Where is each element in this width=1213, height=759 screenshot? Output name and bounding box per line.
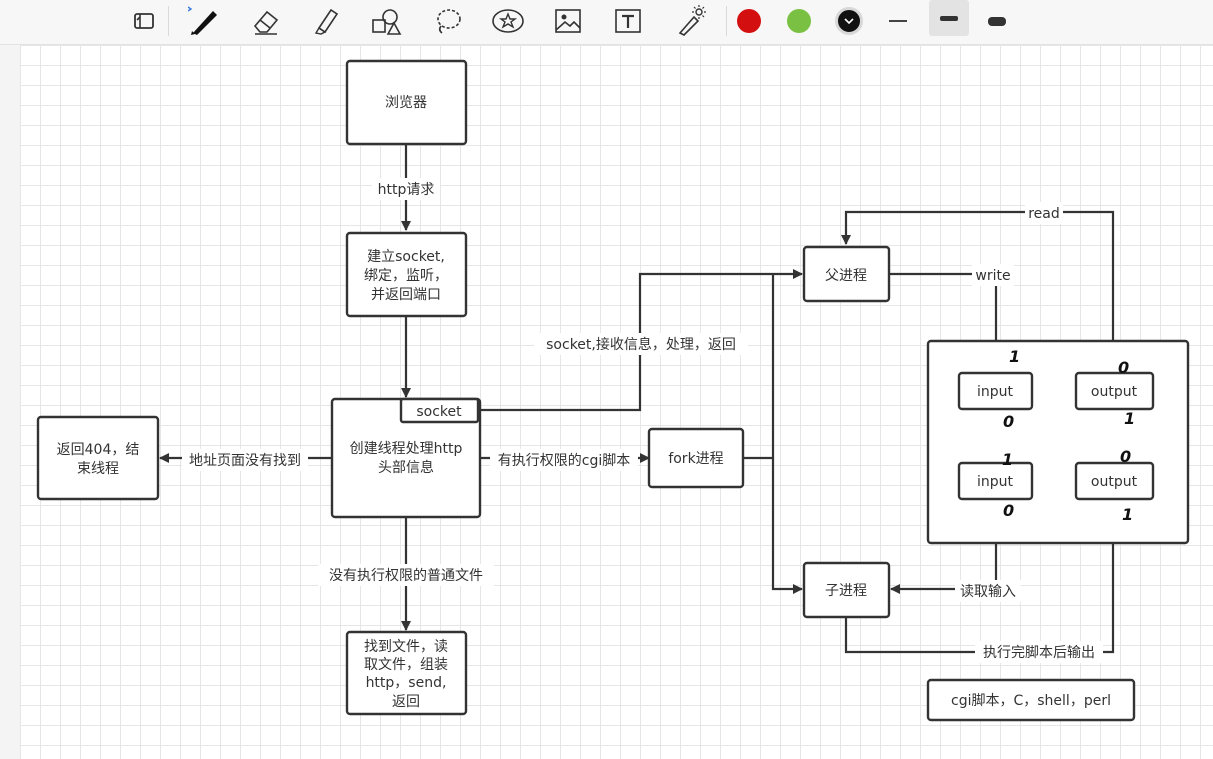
output-after-label: 执行完脚本后输出 bbox=[983, 645, 1095, 661]
output-bottom-label: output bbox=[1091, 474, 1138, 490]
fd-mark-output-bottom-above: 0 bbox=[1120, 447, 1131, 466]
http-request-label: http请求 bbox=[378, 182, 435, 198]
socket-node[interactable] bbox=[345, 231, 468, 318]
cgi-langs-node[interactable] bbox=[926, 678, 1136, 722]
label-bg bbox=[972, 264, 1014, 286]
thread-node-line-2: 头部信息 bbox=[378, 459, 434, 476]
socket-node-line-1: 建立socket, bbox=[367, 249, 445, 265]
find-file-line-4: 返回 bbox=[392, 694, 420, 710]
highlighter-icon[interactable] bbox=[308, 4, 344, 38]
color-green-button[interactable] bbox=[781, 4, 817, 38]
toolbar-divider bbox=[726, 6, 727, 36]
fd-mark-input-top-out: 0 bbox=[1003, 412, 1014, 431]
fd-mark-input-top-in: 1 bbox=[1009, 347, 1020, 366]
chevron-down-icon bbox=[844, 18, 854, 25]
find-file-line-2: 取文件，组装 bbox=[364, 657, 448, 673]
output-top-node[interactable] bbox=[1074, 371, 1155, 411]
screen-icon[interactable] bbox=[126, 4, 162, 38]
socket-tag-label: socket bbox=[416, 404, 462, 420]
input-bottom-label: input bbox=[977, 474, 1014, 490]
text-icon[interactable] bbox=[610, 4, 646, 38]
find-file-line-3: http，send, bbox=[366, 675, 447, 691]
edge-fork-to-child bbox=[771, 458, 803, 594]
fd-mark-input-bottom-out: 0 bbox=[1003, 501, 1014, 520]
child-process-label: 子进程 bbox=[825, 583, 867, 599]
return-404-node[interactable] bbox=[36, 415, 160, 501]
fd-mark-output-top-above: 0 bbox=[1118, 358, 1129, 377]
plain-file-label: 没有执行权限的普通文件 bbox=[329, 568, 483, 584]
parent-process-node[interactable] bbox=[802, 245, 891, 303]
cgi-edge-label: 有执行权限的cgi脚本 bbox=[498, 453, 630, 469]
pipes-container[interactable] bbox=[926, 339, 1190, 545]
child-process-node[interactable] bbox=[802, 561, 891, 619]
fd-mark-output-bottom-below: 1 bbox=[1122, 505, 1133, 524]
cgi-langs-label: cgi脚本，C，shell，perl bbox=[951, 693, 1111, 709]
stroke-thin-button[interactable] bbox=[880, 4, 916, 38]
label-bg bbox=[534, 333, 748, 355]
fork-node[interactable] bbox=[647, 427, 745, 489]
input-top-label: input bbox=[977, 384, 1014, 400]
color-red-button[interactable] bbox=[731, 4, 767, 38]
write-label: write bbox=[975, 268, 1010, 284]
input-bottom-node[interactable] bbox=[957, 461, 1034, 501]
toolbar-divider bbox=[168, 6, 169, 36]
color-black-button[interactable] bbox=[831, 4, 867, 38]
output-top-label: output bbox=[1091, 384, 1138, 400]
fork-label: fork进程 bbox=[668, 451, 723, 467]
find-file-line-1: 找到文件，读 bbox=[364, 638, 448, 655]
browser-node[interactable] bbox=[345, 59, 468, 146]
socket-node-line-2: 绑定，监听， bbox=[364, 268, 448, 284]
input-top-node[interactable] bbox=[957, 371, 1034, 411]
not-found-label: 地址页面没有找到 bbox=[189, 453, 301, 469]
read-label: read bbox=[1028, 206, 1060, 222]
stroke-medium-button[interactable] bbox=[929, 0, 969, 36]
lasso-icon[interactable] bbox=[430, 4, 466, 38]
label-bg bbox=[372, 178, 440, 200]
label-bg bbox=[955, 580, 1021, 602]
thread-node-line-1: 创建线程处理http bbox=[350, 441, 463, 457]
shapes-icon[interactable] bbox=[368, 4, 404, 38]
label-bg bbox=[1025, 202, 1063, 224]
toolbar bbox=[0, 0, 1213, 45]
fd-mark-input-bottom-in: 1 bbox=[1002, 450, 1013, 469]
label-bg bbox=[318, 564, 494, 586]
label-bg bbox=[975, 641, 1103, 663]
edge-fork-to-parent bbox=[744, 274, 775, 460]
browser-label: 浏览器 bbox=[385, 95, 427, 111]
return-404-line-1: 返回404，结 bbox=[57, 442, 140, 458]
label-bg bbox=[182, 449, 308, 471]
fd-mark-output-top-below: 1 bbox=[1124, 409, 1135, 428]
sticker-icon[interactable] bbox=[490, 4, 526, 38]
edge-read bbox=[841, 210, 1115, 372]
socket-node-line-3: 并返回端口 bbox=[371, 287, 441, 303]
label-bg bbox=[490, 449, 638, 471]
socket-tag-node[interactable] bbox=[399, 397, 480, 424]
pen-icon[interactable] bbox=[186, 4, 222, 38]
output-bottom-node[interactable] bbox=[1074, 461, 1155, 501]
image-icon[interactable] bbox=[550, 4, 586, 38]
find-file-node[interactable] bbox=[345, 630, 468, 716]
laser-pointer-icon[interactable] bbox=[672, 4, 708, 38]
read-input-label: 读取输入 bbox=[960, 583, 1016, 600]
parent-process-label: 父进程 bbox=[825, 268, 867, 284]
return-404-line-2: 束线程 bbox=[77, 461, 119, 477]
socket-recv-label: socket,接收信息，处理，返回 bbox=[546, 336, 736, 353]
stroke-thick-button[interactable] bbox=[979, 4, 1015, 38]
eraser-icon[interactable] bbox=[248, 4, 284, 38]
